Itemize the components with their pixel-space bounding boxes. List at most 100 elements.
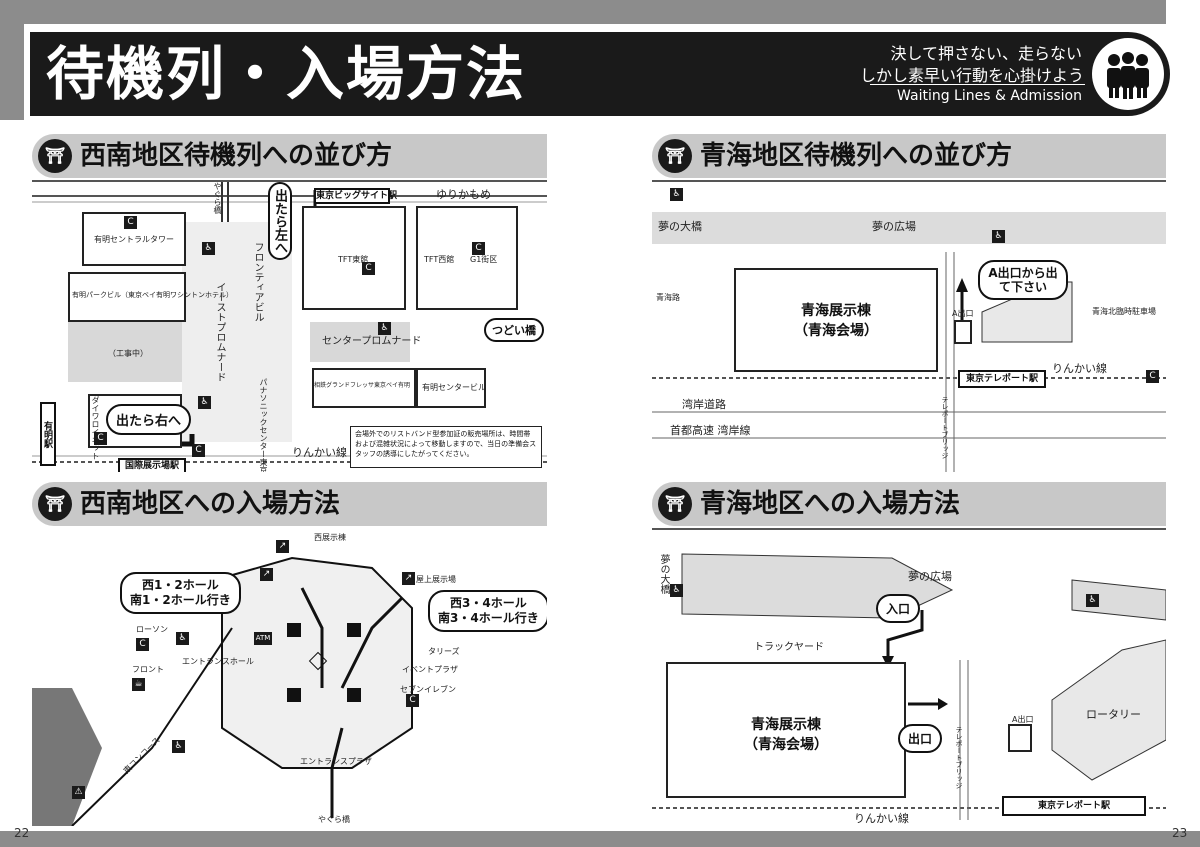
front-label: フロント [132,665,164,674]
restroom-icon: ♿ [1086,594,1099,607]
escalator-icon: ↗ [402,572,415,585]
section-title-sw-entry: 西南地区への入場方法 [80,489,341,519]
bubble-entrance: 入口 [876,594,921,623]
notice-text: 会場外でのリストバンド型参加証の販売場所は、時間帯および混雑状況によって移動しま… [355,430,537,458]
aomi-building-name: 青海展示棟 [751,717,821,733]
a-exit-label: A出口 [1012,715,1034,724]
top-bar-gap [1166,0,1200,24]
tft-west-g1-bldg [416,206,518,310]
shop-icon: C [136,638,149,651]
east-promenade-label: イーストプロムナード [214,282,225,382]
coin-locker-icon: C [1146,370,1159,383]
map-sw-entry: 西展示棟 西1・2ホール 南1・2ホール行き 西3・4ホール 南3・4ホール行き… [32,528,547,826]
a-exit-box [954,320,972,344]
gate-icon: ⛩ [38,487,72,521]
construction-label: （工事中） [108,349,148,358]
bubble-exit: 出口 [898,724,943,753]
restroom-icon: ♿ [198,396,211,409]
restroom-icon: ♿ [202,242,215,255]
yagura-bashi-label-top: やぐら橋 [213,182,222,214]
bubble-west12-south12: 西1・2ホール 南1・2ホール行き [120,572,241,614]
west-hall-sign: 西展示棟 [314,533,346,542]
tft-east-label: TFT東館 [338,255,369,264]
notice-box: 会場外でのリストバンド型参加証の販売場所は、時間帯および混雑状況によって移動しま… [350,426,542,468]
event-plaza-label: イベントプラザ [402,665,458,674]
shuto-expressway-label: 首都高速 湾岸線 [670,424,751,437]
aomi-exhibition-building [666,662,906,798]
panasonic-label: パナソニックセンター東京 [259,378,268,472]
header-tagline-2: しかし素早い行動を心掛けよう [860,66,1085,85]
ariake-park-bldg-label: 有明パークビル（東京ベイ有明ワシントンホテル） [72,291,233,299]
kokusai-tenjijo-station: 国際展示場駅 [118,458,186,472]
section-header-sw-lines [32,134,547,178]
bubble-west34-south34: 西3・4ホール 南3・4ホール行き [428,590,547,632]
rinkai-line-label: りんかい線 [1052,362,1107,375]
map-sw-entry-floorplan [32,556,413,826]
restroom-icon: ♿ [670,584,683,597]
rotary-label: ロータリー [1086,708,1141,721]
aomi-exhibition-building [734,268,938,372]
entrance-plaza-label: エントランスプラザ [300,757,372,766]
tokyo-teleport-station: 東京テレポート駅 [958,370,1046,388]
coin-locker-icon: C [406,694,419,707]
atm-icon: ATM [254,632,272,645]
coin-locker-icon: C [362,262,375,275]
bubble-left-line1: 西1・2ホール [142,578,219,592]
left-accent-bar [0,24,24,120]
bubble-turn-left: 出たら左へ [268,182,292,260]
a-exit-box [1008,724,1032,752]
aomi-building-subname: （青海会場） [794,323,878,339]
bubble-turn-right: 出たら右へ [106,404,192,435]
bubble-left-line2: 南1・2ホール行き [130,593,231,607]
ariake-center-bldg [416,368,486,408]
coin-locker-icon: C [94,432,107,445]
construction-area [68,322,182,382]
section-title-ao-entry: 青海地区への入場方法 [700,489,961,519]
frontier-bldg-label: フロンティアビル [252,242,263,322]
yume-no-hiroba-label: 夢の広場 [908,570,952,583]
gate-icon: ⛩ [38,139,72,173]
escalator-icon: ↗ [276,540,289,553]
ariake-station: 有明駅 [40,402,56,466]
aomi-road-label: 青海路 [656,293,680,302]
coin-locker-icon: C [472,242,485,255]
rinkai-line-label: りんかい線 [292,446,347,459]
grand-fresa-label: 相鉄グランドフレッサ東京ベイ有明（旧サンルート有明） [314,382,471,389]
coin-locker-icon: C [124,216,137,229]
restroom-icon: ♿ [670,188,683,201]
rooftop-label: 屋上展示場 [416,575,456,584]
lawson-label: ローソン [136,625,168,634]
entrance-hall-label: エントランスホール [182,657,254,666]
g1-block-label: G1街区 [470,255,498,264]
bubble-right-line1: 西3・4ホール [450,596,527,610]
yume-no-hiroba-label: 夢の広場 [872,220,916,233]
rinkai-line-label: りんかい線 [854,812,909,825]
people-icon [1092,38,1164,110]
map-ao-lines: 夢の大橋 夢の広場 青海展示棟 （青海会場） A出口から出て下さい 青海北臨時駐… [652,180,1166,472]
truck-yard-label: トラックヤード [754,642,824,653]
ariake-center-bldg-label: 有明センタービル [422,383,486,392]
restroom-icon: ♿ [378,322,391,335]
aomi-building-name: 青海展示棟 [801,303,871,319]
yurikamome-label: ゆりかもめ [436,188,491,201]
tokyo-bigsight-station: 東京ビッグサイト駅 [314,188,397,204]
gate-icon: ⛩ [658,139,692,173]
section-header-sw-entry [32,482,547,526]
seven-eleven-label: セブンイレブン [400,685,456,694]
header-divider [870,84,1085,85]
map-ao-entry: 夢の大橋 夢の広場 入口 トラックヤード 青海展示棟 （青海会場） 出口 ロータ… [652,528,1166,828]
restroom-icon: ♿ [992,230,1005,243]
center-promenade-area [310,322,410,362]
grand-fresa-bldg [312,368,416,408]
tullys-label: タリーズ [428,647,460,656]
restroom-icon: ♿ [176,632,189,645]
bubble-right-line2: 南3・4ホール行き [438,611,539,625]
header-subtitle-en: Waiting Lines & Admission [897,88,1082,104]
tft-west-label: TFT西館 [424,255,455,264]
aomi-parking-label: 青海北臨時駐車場 [1092,307,1156,316]
tokyo-teleport-station: 東京テレポート駅 [1002,796,1146,816]
aomi-building-subname: （青海会場） [744,737,828,753]
yume-no-ohashi-label: 夢の大橋 [658,554,669,594]
top-bar [0,0,1200,24]
teleport-bridge-label: テレポートブリッジ [941,396,949,459]
